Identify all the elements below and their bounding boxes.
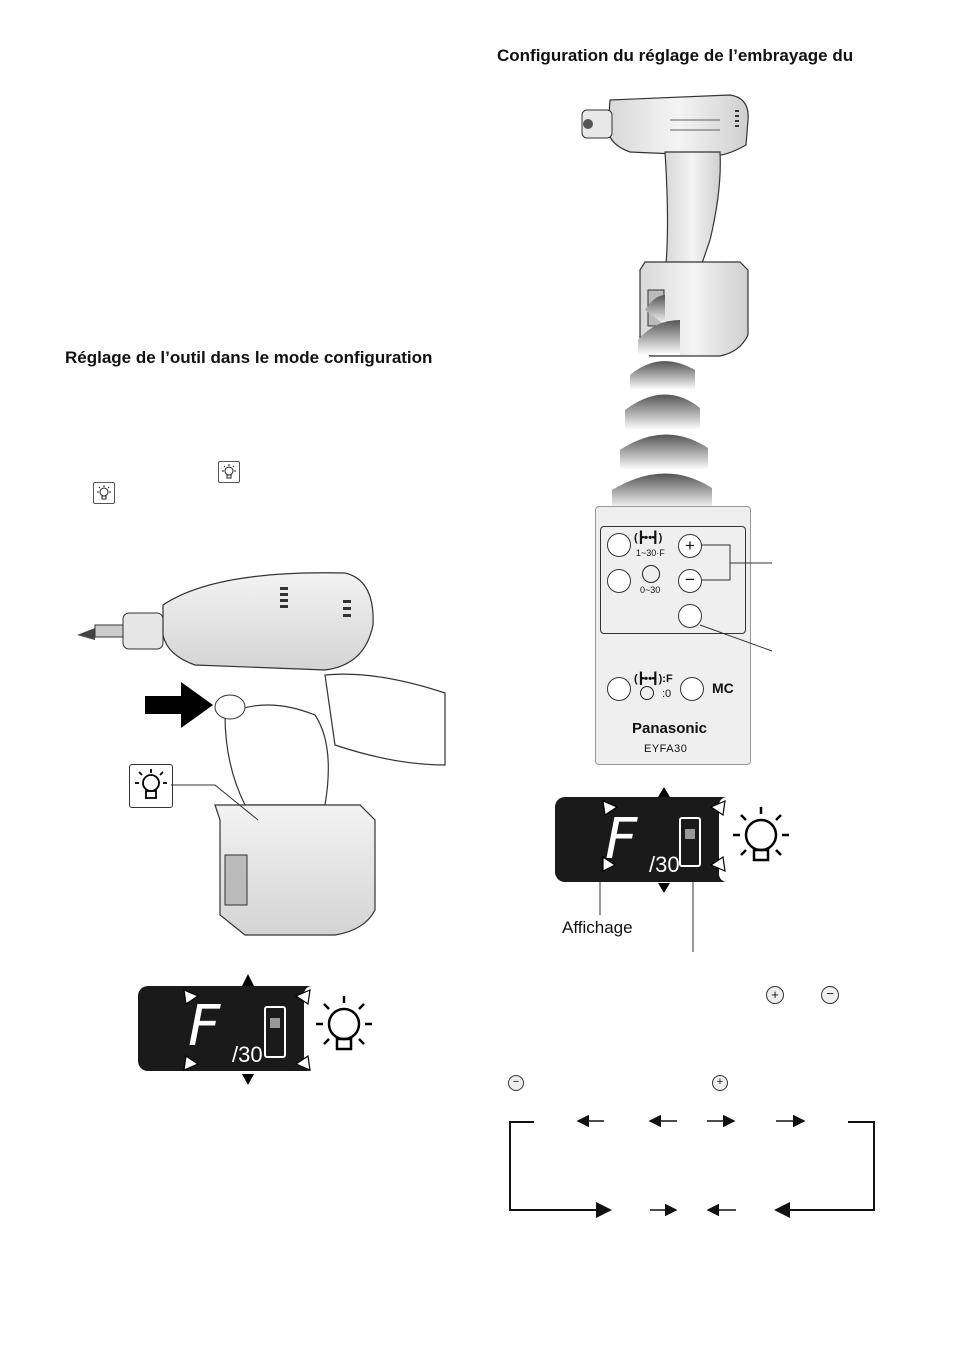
display-arrows — [183, 974, 311, 1085]
remote-panel — [600, 526, 746, 634]
mc-label: MC — [712, 680, 734, 696]
display-max: /30 — [232, 1042, 263, 1067]
display-panel: F /30 — [555, 797, 800, 882]
display-digit: F — [188, 994, 221, 1059]
display-max: /30 — [649, 852, 680, 877]
timer-range: 0~30 — [640, 585, 661, 595]
display-digit: F — [605, 807, 638, 872]
light-icon — [218, 461, 240, 483]
light-icon — [719, 797, 800, 882]
timer-key[interactable] — [607, 569, 631, 593]
display-arrows — [602, 787, 726, 893]
reset-key[interactable] — [607, 677, 631, 701]
signal-waves — [612, 295, 712, 510]
model-label: EYFA30 — [644, 743, 688, 755]
light-icon — [93, 482, 115, 504]
reset-0: :0 — [662, 688, 672, 700]
arrow-icon — [145, 682, 213, 728]
battery-icon — [264, 1006, 286, 1058]
torque-range: 1~30·F — [636, 548, 665, 558]
remote-icon: (┣••┫) 1~30·F + 0~30 − (┣••┫):F :0 MC Pa… — [595, 506, 751, 765]
plus-icon: + — [712, 1075, 728, 1091]
light-icon — [304, 986, 384, 1071]
brand-logo: Panasonic — [632, 720, 708, 737]
reset-symbol: (┣••┫):F — [634, 673, 673, 685]
battery-icon — [679, 817, 701, 867]
minus-button[interactable]: − — [678, 569, 702, 593]
reset-f: :F — [662, 673, 673, 685]
minus-icon: − — [508, 1075, 524, 1091]
torque-key[interactable] — [607, 533, 631, 557]
minus-icon: − — [821, 986, 839, 1004]
right-heading: Configuration du réglage de l’embrayage … — [497, 46, 854, 65]
plus-icon: + — [766, 986, 784, 1004]
light-icon — [129, 764, 173, 808]
drill-icon — [77, 572, 446, 936]
plus-button[interactable]: + — [678, 534, 702, 558]
light-key[interactable] — [678, 604, 702, 628]
reset-timer-icon — [640, 686, 654, 700]
display-panel: F /30 — [138, 986, 384, 1071]
timer-icon — [642, 565, 660, 583]
left-heading: Réglage de l’outil dans le mode configur… — [65, 348, 433, 367]
mc-key[interactable] — [680, 677, 704, 701]
affichage-label: Affichage — [562, 918, 633, 937]
torque-symbol: (┣••┫) — [634, 532, 663, 544]
